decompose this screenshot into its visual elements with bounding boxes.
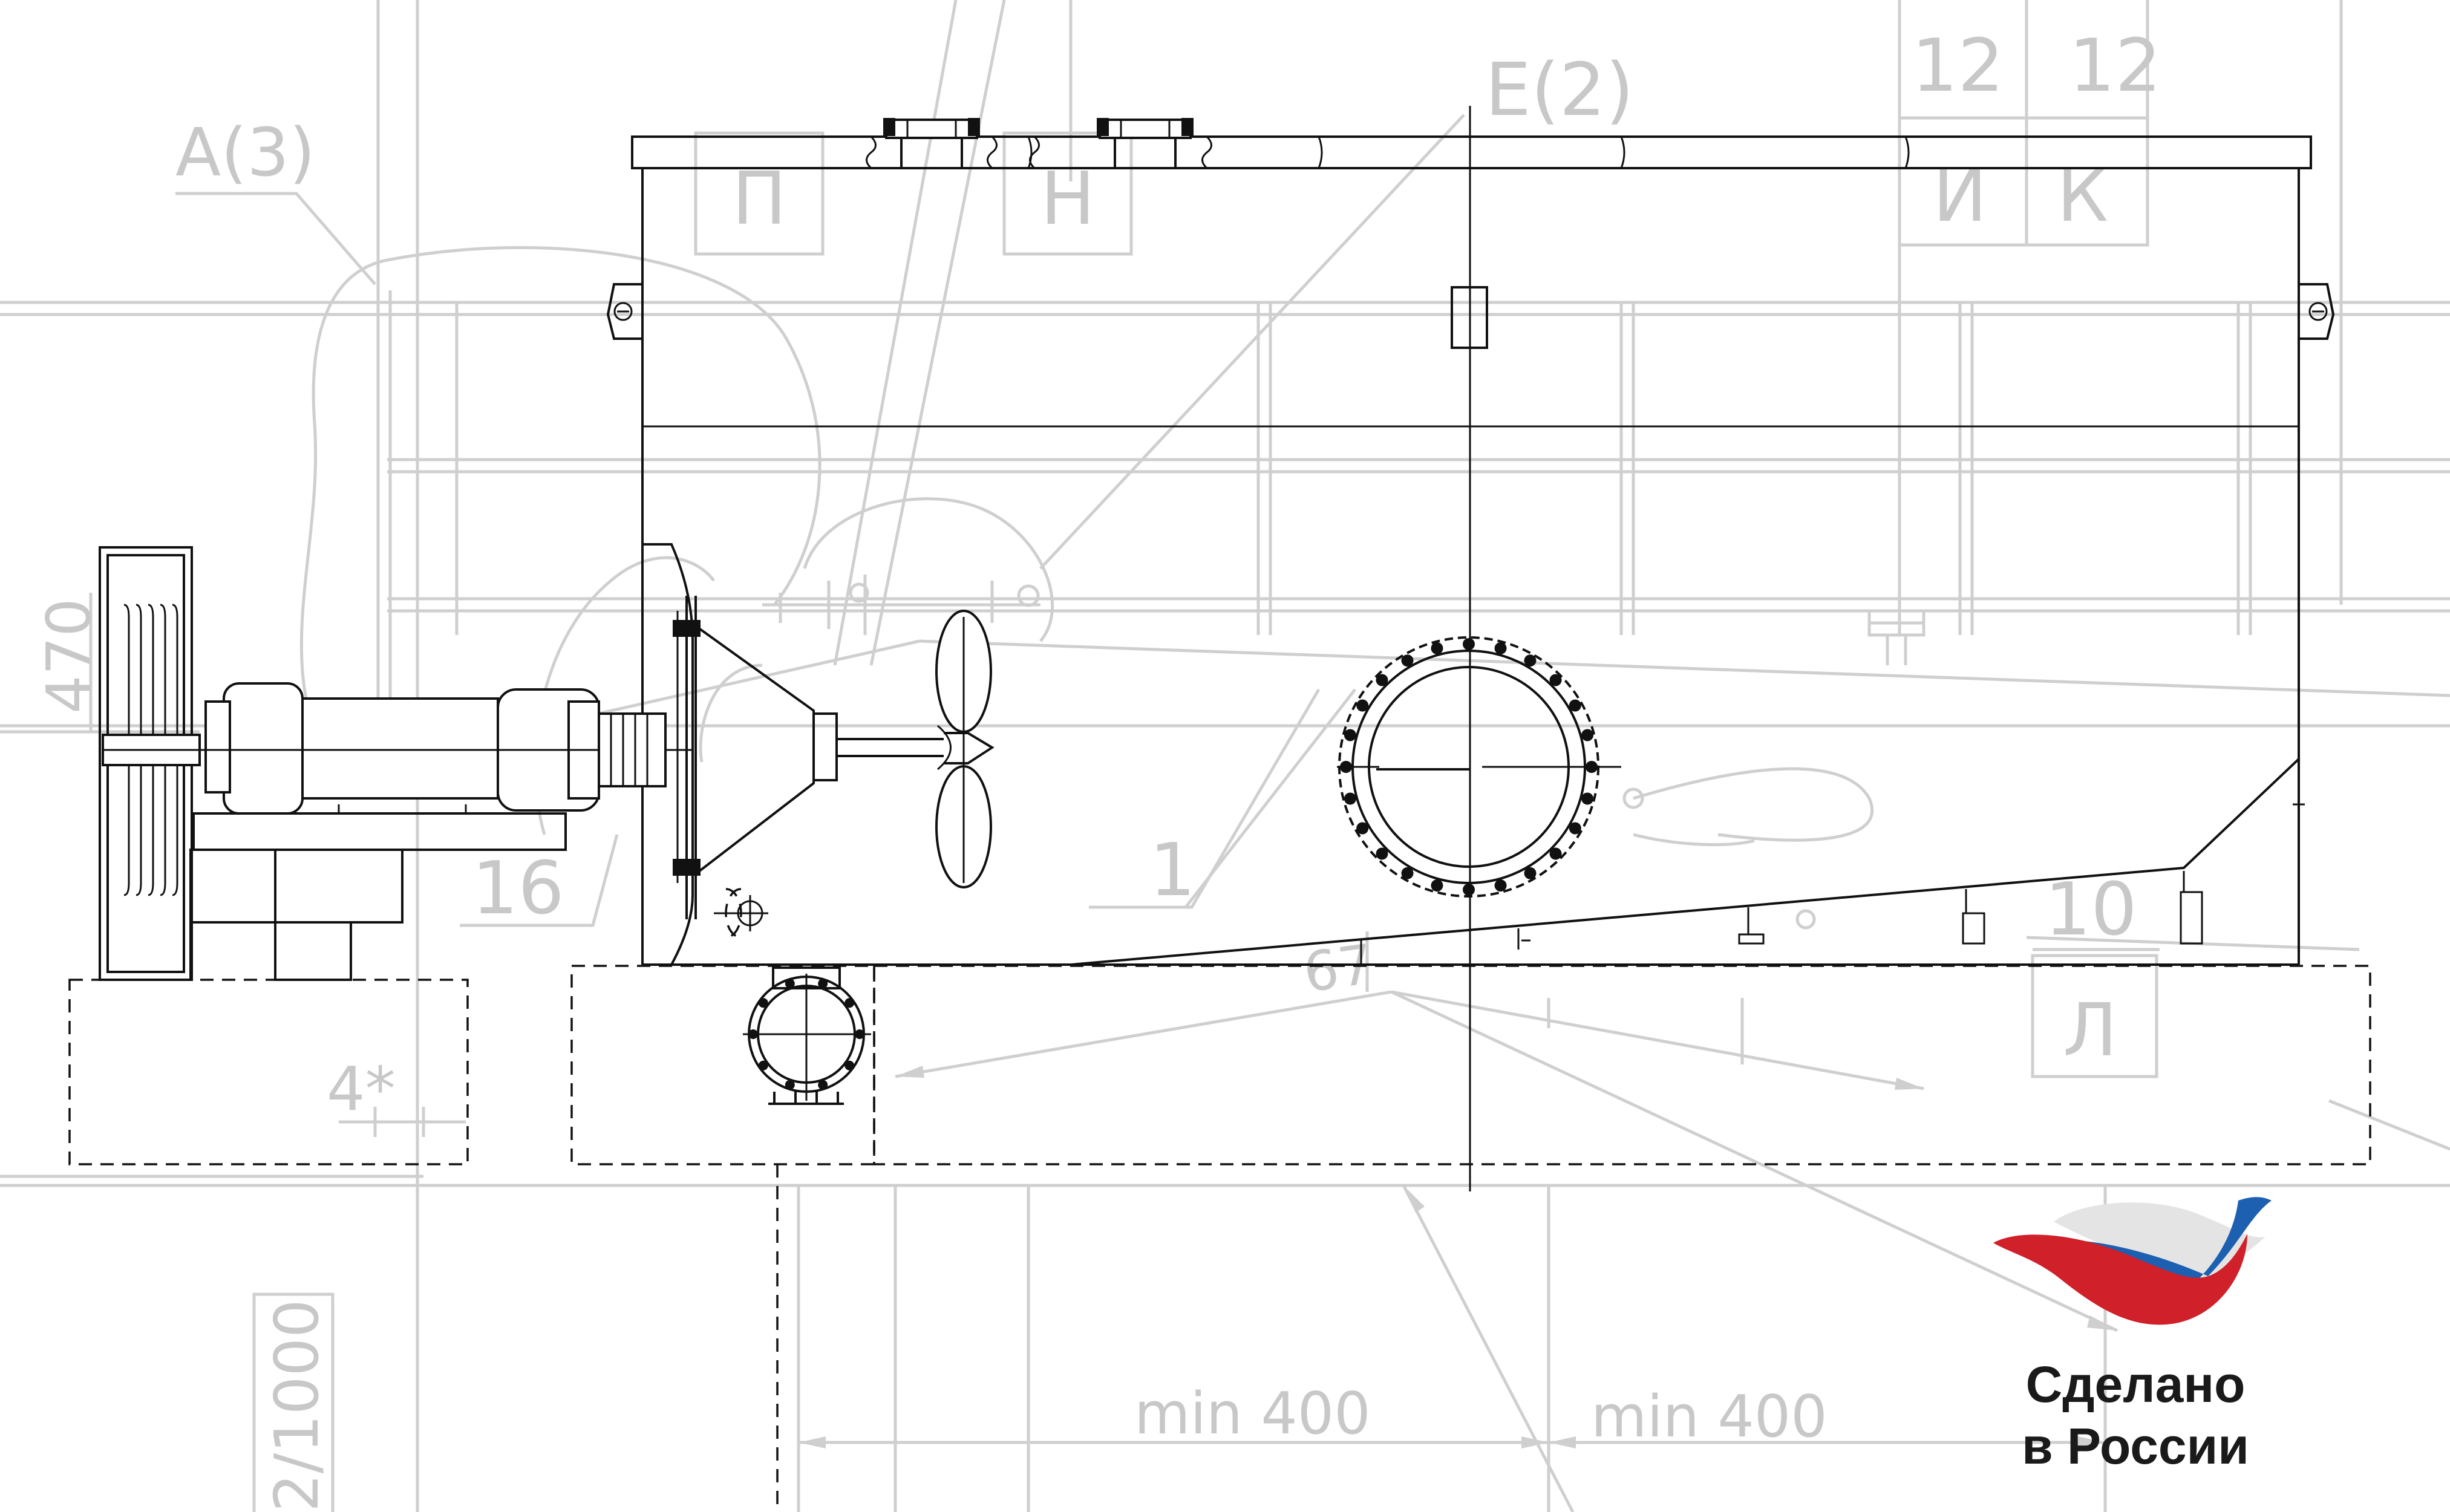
- nozzle-bolt: [844, 998, 855, 1008]
- manhole-bolt: [1494, 642, 1507, 654]
- logo-wave-blue: [2014, 1197, 2272, 1300]
- manhole-bolt: [1431, 642, 1443, 654]
- sloped-bottom: [1070, 758, 2300, 966]
- label-l: Л: [2063, 989, 2117, 1073]
- label-16: 16: [472, 847, 564, 931]
- drive-assembly: [99, 546, 693, 981]
- manhole-bolt: [1344, 792, 1356, 805]
- logo-line2: в России: [2022, 1418, 2249, 1475]
- manhole-bolt: [1344, 729, 1356, 741]
- nozzle-bolt: [785, 979, 795, 989]
- manhole-bolt: [1581, 729, 1594, 741]
- manhole-bolt: [1494, 879, 1507, 892]
- label-e2: Е(2): [1485, 48, 1634, 132]
- mixer-assembly: [642, 543, 995, 966]
- side-lug-right: [2299, 283, 2335, 340]
- label-i: И: [1933, 154, 1987, 238]
- manhole-bolt: [1376, 847, 1388, 860]
- lid-hatch-right: [1097, 118, 1194, 169]
- manhole-bolt: [1524, 654, 1537, 667]
- motor-body: [301, 697, 499, 800]
- nozzle-bolt: [855, 1029, 864, 1039]
- motor-end: [223, 682, 304, 815]
- manhole-bolt: [1549, 847, 1562, 860]
- manhole-bolt: [1569, 699, 1581, 712]
- manhole-bolt: [1463, 884, 1475, 896]
- manhole-bolt: [1401, 867, 1414, 879]
- label-k: К: [2057, 154, 2108, 238]
- logo-line1: Сделано: [2026, 1356, 2246, 1413]
- coupling: [598, 712, 667, 787]
- manhole-bolt: [1549, 674, 1562, 686]
- manhole-bolt: [1569, 822, 1581, 835]
- label-min400-right: min 400: [1591, 1384, 1828, 1450]
- motor-base: [192, 812, 567, 851]
- label-p: П: [732, 157, 786, 241]
- label-slope: 2/1000: [261, 1299, 332, 1512]
- label-470: 470: [33, 598, 104, 714]
- label-min400-left: min 400: [1134, 1381, 1371, 1447]
- label-a3: А(3): [175, 114, 315, 191]
- nozzle-bolt: [758, 1060, 768, 1070]
- nozzle-bolt: [758, 998, 768, 1008]
- label-n: Н: [1040, 157, 1095, 241]
- tank-assembly: [606, 106, 2335, 1191]
- manhole-bolt: [1431, 879, 1443, 892]
- manhole-bolt: [1581, 792, 1594, 805]
- foundation-drive: [68, 979, 469, 1165]
- label-12-left: 12: [1912, 24, 2004, 108]
- side-lug-left: [606, 283, 642, 340]
- manhole-bolt: [1376, 674, 1388, 686]
- manhole-bolt: [1356, 822, 1369, 835]
- manhole-bolt: [1401, 654, 1414, 667]
- label-1: 1: [1149, 829, 1195, 913]
- manhole-bolt: [1586, 761, 1598, 773]
- bottom-drain-nozzle: [743, 966, 871, 1105]
- foundation-tank-main: [873, 965, 2371, 1165]
- manhole-bolt: [1356, 699, 1369, 712]
- support-stand: [189, 849, 403, 924]
- label-4star: 4*: [327, 1054, 396, 1124]
- sample-fitting: [714, 888, 768, 939]
- nozzle-bolt: [818, 979, 828, 989]
- label-12-right: 12: [2069, 24, 2161, 108]
- side-manhole: [1337, 636, 1621, 898]
- tank-lid: [631, 135, 2312, 169]
- nozzle-bolt: [748, 1029, 758, 1039]
- logo-wave-red: [1993, 1234, 2247, 1325]
- foundation-tank-left: [570, 965, 875, 1165]
- foundations: [68, 965, 2371, 1512]
- manhole-bolt: [1463, 638, 1475, 650]
- manhole-bolt: [1340, 761, 1352, 773]
- v-belt-pulley: [99, 546, 224, 981]
- made-in-russia-logo: Сделано в России: [1993, 1197, 2272, 1475]
- logo-wave-white: [2054, 1202, 2265, 1282]
- nozzle-bolt: [785, 1080, 795, 1090]
- bottom-supports: [1360, 871, 2203, 965]
- nozzle-bolt: [818, 1080, 828, 1090]
- nozzle-bolt: [844, 1060, 855, 1070]
- label-10: 10: [2045, 868, 2137, 952]
- lid-hatch-left: [883, 118, 980, 169]
- manhole-bolt: [1524, 867, 1537, 879]
